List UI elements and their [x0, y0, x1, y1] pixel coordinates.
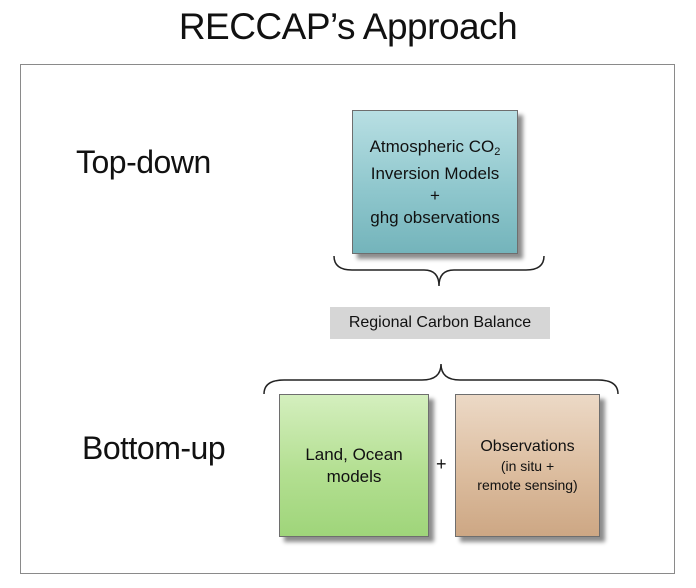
top-brace	[333, 255, 545, 287]
page-title: RECCAP’s Approach	[178, 6, 518, 47]
atmospheric-line-1: Atmospheric CO2	[369, 136, 501, 158]
regional-carbon-balance-label: Regional Carbon Balance	[330, 307, 550, 339]
bottom-brace	[263, 363, 619, 395]
obs-line-2: (in situ +	[500, 458, 555, 474]
atmospheric-inversion-box: Atmospheric CO2 Inversion Models + ghg o…	[352, 110, 518, 254]
land-line-2: models	[326, 466, 382, 486]
observations-box: Observations (in situ + remote sensing)	[455, 394, 600, 537]
land-ocean-models-box: Land, Ocean models	[279, 394, 429, 537]
top-down-label: Top-down	[76, 144, 211, 180]
plus-sign: +	[436, 454, 447, 474]
obs-line-3: remote sensing)	[477, 477, 578, 493]
atmospheric-plus: +	[430, 185, 440, 205]
atmospheric-line-2: Inversion Models	[370, 163, 500, 183]
atmospheric-line-4: ghg observations	[370, 207, 500, 227]
bottom-up-label: Bottom-up	[82, 430, 226, 466]
land-line-1: Land, Ocean	[305, 444, 403, 464]
obs-line-1: Observations	[480, 438, 575, 455]
